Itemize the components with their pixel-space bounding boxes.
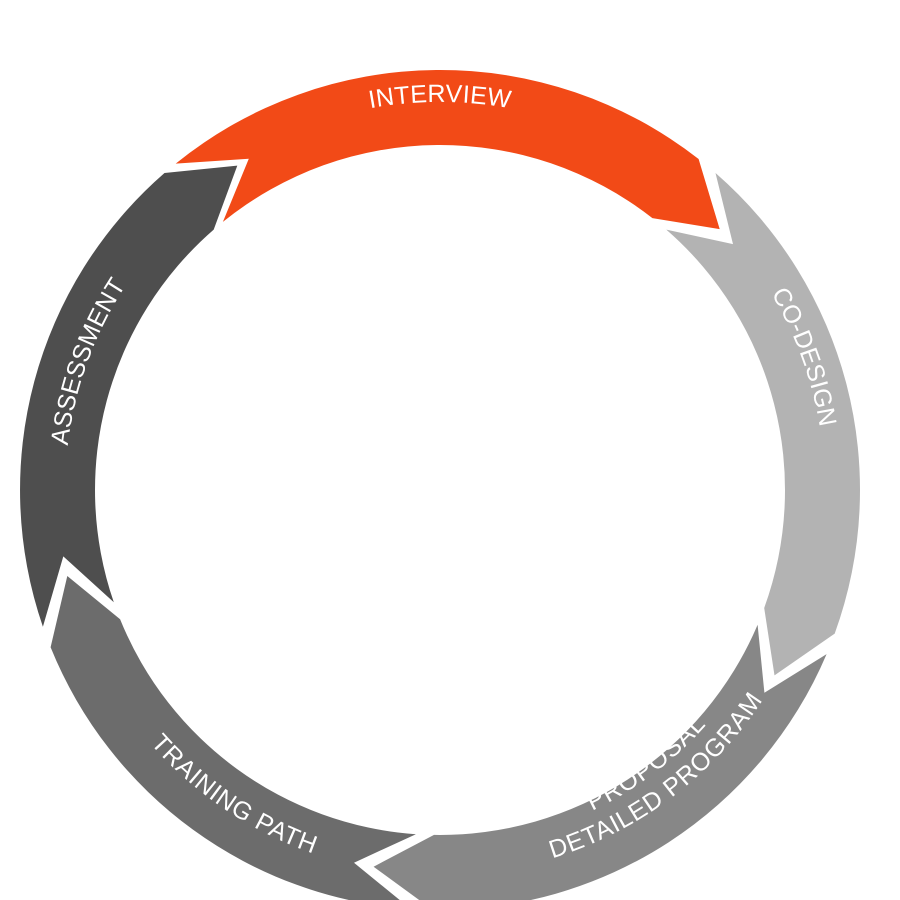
segment-training-path — [50, 576, 416, 900]
segment-interview — [175, 69, 720, 230]
segment-detailed-program-proposal — [373, 624, 827, 900]
segment-co-design — [666, 173, 861, 676]
segment-assessment — [20, 165, 238, 627]
